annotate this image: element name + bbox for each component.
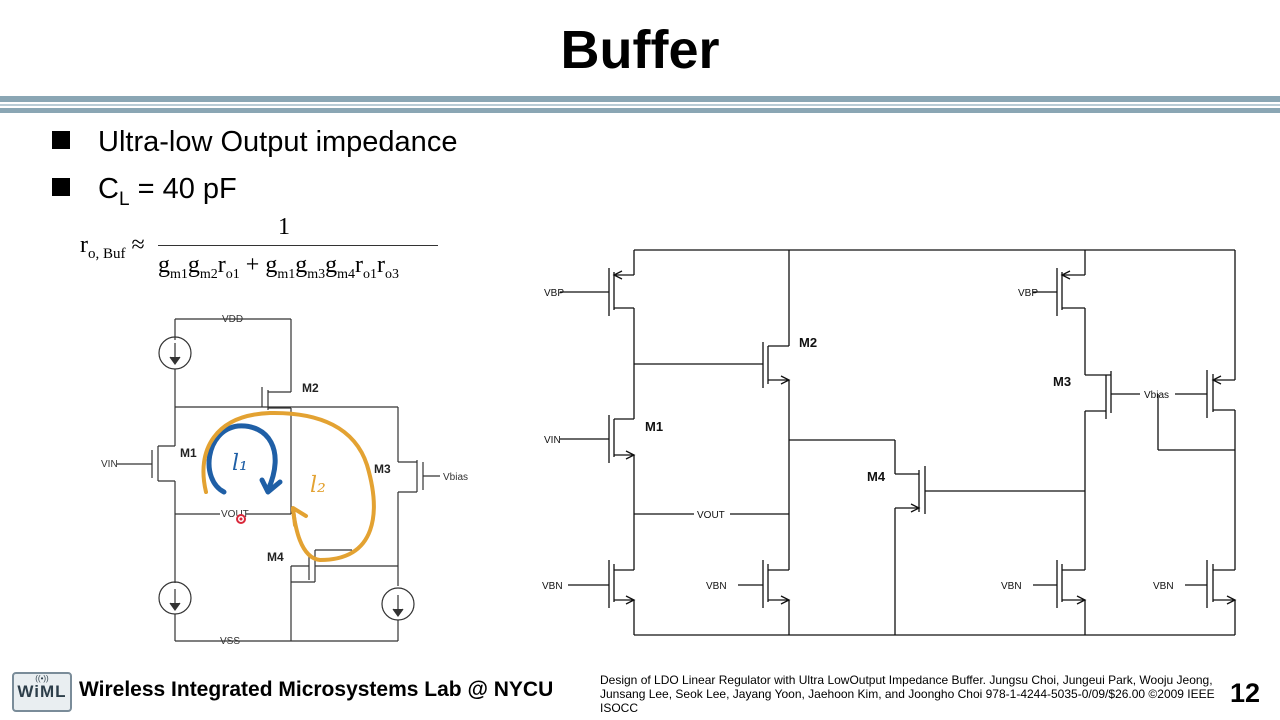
formula-lhs: ro, Buf ≈ [80, 232, 145, 262]
right-buffer-schematic [560, 249, 1237, 636]
title-divider-thin [0, 104, 1280, 106]
right-label-m2: M2 [799, 335, 817, 350]
left-label-vdd: VDD [222, 314, 243, 325]
left-buffer-schematic [117, 318, 440, 642]
bullet-cl-subscript: L [118, 189, 130, 210]
left-label-m4: M4 [267, 550, 284, 564]
left-label-m3: M3 [374, 462, 391, 476]
right-label-vbn-4: VBN [1153, 581, 1174, 592]
bullet-square-icon [52, 131, 70, 150]
bullet-load-capacitance: CL = 40 pF [52, 172, 237, 210]
lab-logo: ((•)) WiML [12, 672, 72, 712]
output-resistance-formula: ro, Buf ≈ 1 gm1gm2ro1 + gm1gm3gm4ro1ro3 [78, 212, 458, 292]
right-label-vout: VOUT [697, 510, 725, 521]
bullet-output-impedance: Ultra-low Output impedance [52, 125, 457, 159]
right-label-m3: M3 [1053, 374, 1071, 389]
title-divider-lower [0, 108, 1280, 113]
wireless-waves-icon: ((•)) [35, 674, 49, 683]
right-label-vbp-right: VBP [1018, 288, 1038, 299]
formula-fraction-bar [158, 245, 438, 246]
right-label-m1: M1 [645, 419, 663, 434]
formula-denominator: gm1gm2ro1 + gm1gm3gm4ro1ro3 [158, 252, 399, 282]
right-label-vbn-2: VBN [706, 581, 727, 592]
left-label-m2: M2 [302, 381, 319, 395]
right-label-vbn-1: VBN [542, 581, 563, 592]
right-label-vbn-3: VBN [1001, 581, 1022, 592]
right-label-m4: M4 [867, 469, 886, 484]
left-label-m1: M1 [180, 446, 197, 460]
left-label-vout: VOUT [221, 509, 249, 520]
right-label-vbias: Vbias [1144, 390, 1169, 401]
right-label-vin: VIN [544, 435, 561, 446]
ink-label-loop1: l₁ [232, 451, 248, 476]
left-label-vin: VIN [101, 459, 118, 470]
right-label-vbp-left: VBP [544, 288, 564, 299]
page-number: 12 [1230, 678, 1261, 708]
citation: Design of LDO Linear Regulator with Ultr… [600, 673, 1215, 715]
bullet-text: Ultra-low Output impedance [98, 126, 458, 158]
left-label-vbias: Vbias [443, 472, 468, 483]
title-divider [0, 96, 1280, 102]
slide-title: Buffer [560, 20, 720, 80]
left-label-vss: VSS [220, 636, 240, 647]
ink-annotations [201, 410, 376, 562]
bullet-cl-symbol: C [98, 173, 119, 205]
bullet-cl-value: = 40 pF [129, 173, 237, 205]
lab-name: Wireless Integrated Microsystems Lab @ N… [79, 678, 554, 701]
ink-label-loop2: l₂ [310, 473, 326, 498]
bullet-square-icon [52, 178, 70, 197]
formula-numerator: 1 [278, 214, 290, 240]
